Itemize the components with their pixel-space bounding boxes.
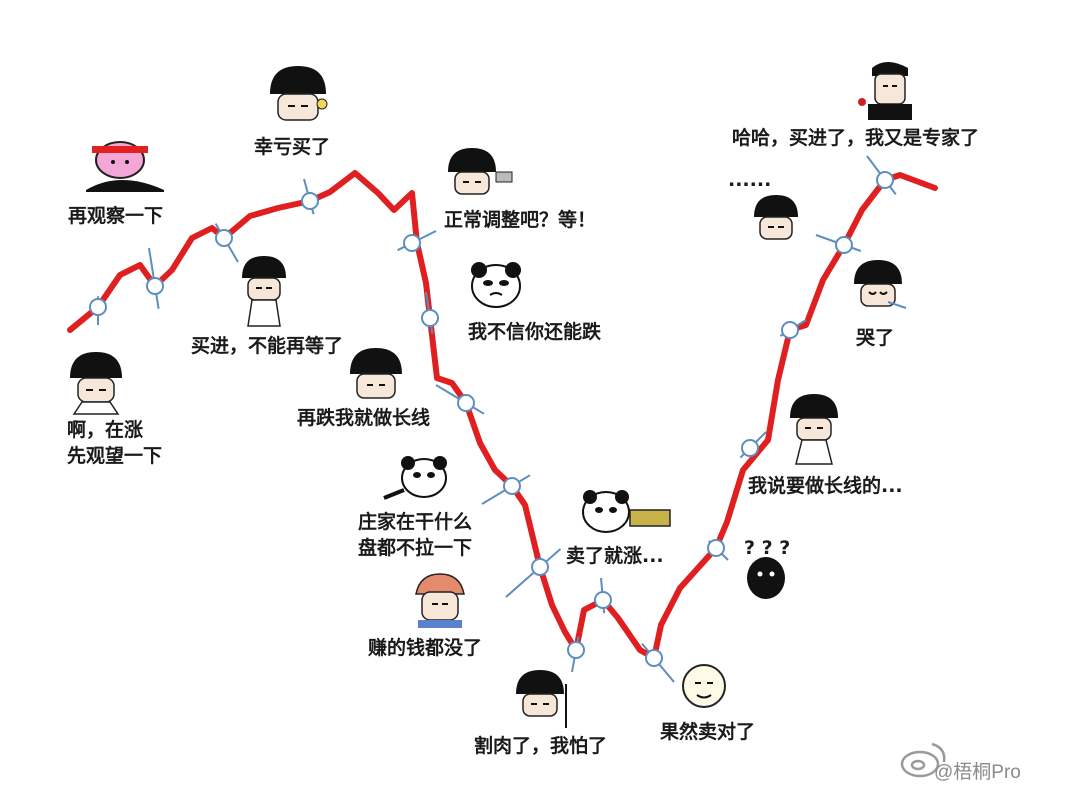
marker-point <box>457 394 475 412</box>
label-question-marks: ? ? ? <box>744 537 790 559</box>
face-icons-group <box>70 62 912 728</box>
marker-point <box>89 298 107 316</box>
mushroom-head-face-icon <box>448 148 513 195</box>
marker-point <box>594 591 612 609</box>
label-dots: ...... <box>728 169 771 191</box>
panda-face-icon <box>383 456 447 500</box>
man-face-icon <box>858 62 912 120</box>
marker-point <box>781 321 799 339</box>
label-normal-adjust: 正常调整吧？等！ <box>444 208 596 231</box>
marker-point <box>403 234 421 252</box>
labels-group: 再观察一下 啊，在涨先观望一下 幸亏买了 买进，不能再等了 正常调整吧？等！ 我… <box>67 126 979 757</box>
mushroom-head-face-icon <box>242 256 286 327</box>
marker-point <box>645 649 663 667</box>
marker-point <box>503 477 521 495</box>
label-dealer: 庄家在干什么盘都不拉一下 <box>358 510 472 559</box>
label-cut-loss: 割肉了，我怕了 <box>474 734 607 757</box>
marker-point <box>707 539 725 557</box>
label-dealer-line1: 庄家在干什么 <box>358 510 472 533</box>
marker-point <box>301 192 319 210</box>
label-sold-right: 果然卖对了 <box>659 720 755 743</box>
marker-point <box>835 236 853 254</box>
panda-face-icon <box>582 490 671 533</box>
watermark-text: @梧桐Pro <box>934 761 1021 783</box>
label-expert-again: 哈哈，买进了，我又是专家了 <box>732 126 979 149</box>
label-cant-fall-more: 我不信你还能跌 <box>468 320 602 343</box>
mushroom-head-face-icon <box>70 352 122 415</box>
panda-face-icon <box>471 262 521 308</box>
label-sold-rises: 卖了就涨... <box>566 544 664 567</box>
label-wait-and-see-line2: 先观望一下 <box>67 444 162 467</box>
label-cried: 哭了 <box>855 327 894 349</box>
black-face-icon <box>747 557 785 599</box>
label-dealer-line2: 盘都不拉一下 <box>358 536 472 559</box>
marker-point <box>567 641 585 659</box>
label-long-term: 再跌我就做长线 <box>297 406 430 429</box>
marker-point <box>876 171 894 189</box>
label-wait-and-see-line1: 啊，在涨 <box>67 418 143 441</box>
mushroom-head-face-icon <box>516 670 567 728</box>
marker-point <box>531 558 549 576</box>
marker-point <box>146 277 164 295</box>
label-money-gone: 赚的钱都没了 <box>367 636 482 659</box>
mushroom-head-face-icon <box>754 195 798 240</box>
markers-group <box>89 155 897 683</box>
label-buy-now: 买进，不能再等了 <box>191 334 343 357</box>
mushroom-head-face-icon <box>350 348 402 399</box>
marker-point <box>421 309 439 327</box>
label-said-long-term: 我说要做长线的... <box>748 474 903 497</box>
round-face-icon <box>682 664 726 708</box>
crying-face-icon <box>854 260 907 309</box>
label-glad-bought: 幸亏买了 <box>254 136 330 158</box>
label-wait-and-see: 啊，在涨先观望一下 <box>67 418 162 467</box>
marker-point <box>741 439 759 457</box>
pig-face-icon <box>86 141 164 192</box>
label-observe-again: 再观察一下 <box>68 204 163 227</box>
marker-point <box>215 229 233 247</box>
old-man-face-icon <box>415 573 465 628</box>
mushroom-head-face-icon <box>270 66 328 121</box>
weibo-logo-icon <box>900 742 946 778</box>
mushroom-head-face-icon <box>790 394 838 465</box>
